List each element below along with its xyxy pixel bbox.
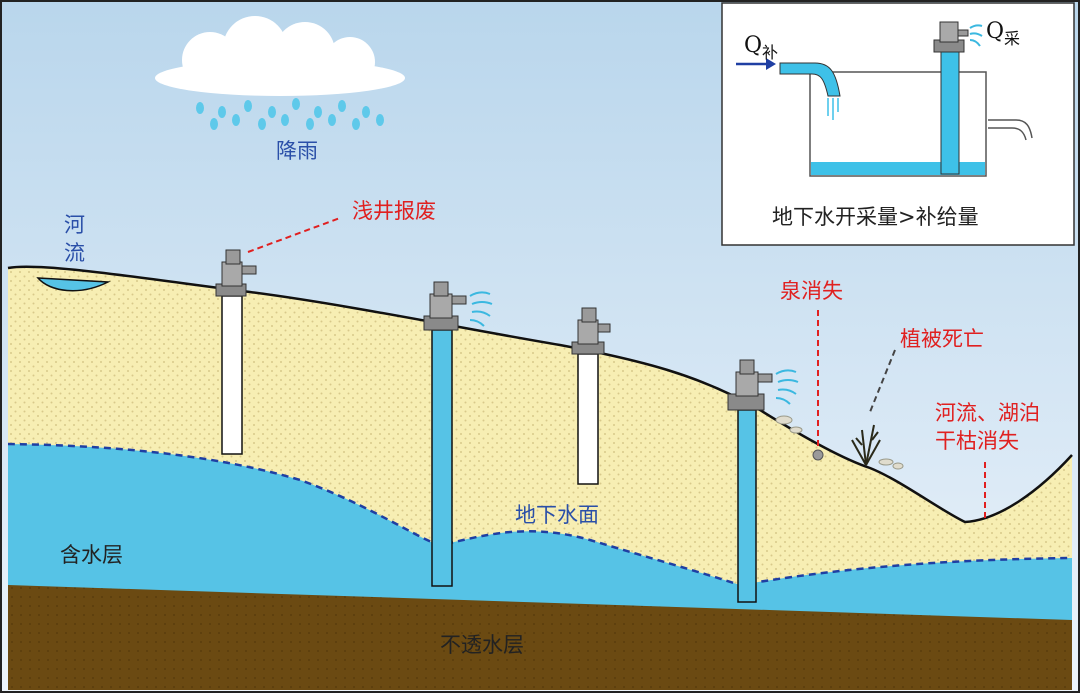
vegetation-label: 植被死亡 xyxy=(900,327,984,351)
rain-label: 降雨 xyxy=(276,139,318,163)
dry-river-label-2: 干枯消失 xyxy=(935,429,1019,453)
well-shallow-scrapped xyxy=(215,249,257,455)
rain-drops-icon xyxy=(196,98,384,130)
dead-plant-icon xyxy=(851,424,881,466)
impermeable-label: 不透水层 xyxy=(440,633,524,657)
spring-label: 泉消失 xyxy=(780,279,843,303)
shallow-well-label: 浅井报废 xyxy=(352,199,436,223)
river-label-2: 流 xyxy=(64,241,85,265)
inset-panel: Q 补 Q 采 地下水开采量>补给量 xyxy=(721,2,1075,246)
dry-river-label-1: 河流、湖泊 xyxy=(935,401,1040,425)
river-water xyxy=(36,277,111,292)
water-spray-icon xyxy=(469,291,493,327)
well-deep-pumping-2 xyxy=(727,359,773,603)
q-in-label: Q xyxy=(744,33,762,58)
q-out-subscript: 采 xyxy=(1004,29,1020,48)
well-shallow-dry xyxy=(571,307,611,485)
q-in-subscript: 补 xyxy=(762,43,778,62)
dry-stones-icon xyxy=(775,415,904,470)
river-label-1: 河 xyxy=(64,213,85,237)
inset-spray-icon xyxy=(969,24,983,47)
shallow-well-pointer xyxy=(247,217,341,253)
well-deep-pumping-1 xyxy=(423,281,467,587)
water-spray-icon-2 xyxy=(775,369,799,405)
water-table-label: 地下水面 xyxy=(515,503,599,527)
cloud-icon xyxy=(155,16,405,96)
impermeable-layer xyxy=(8,585,1072,690)
aquifer-label: 含水层 xyxy=(60,543,123,567)
inset-caption: 地下水开采量>补给量 xyxy=(772,205,979,229)
q-out-label: Q xyxy=(986,19,1004,44)
vegetation-pointer xyxy=(869,349,896,413)
spring-point xyxy=(812,449,824,461)
water-table-line xyxy=(7,442,1073,587)
